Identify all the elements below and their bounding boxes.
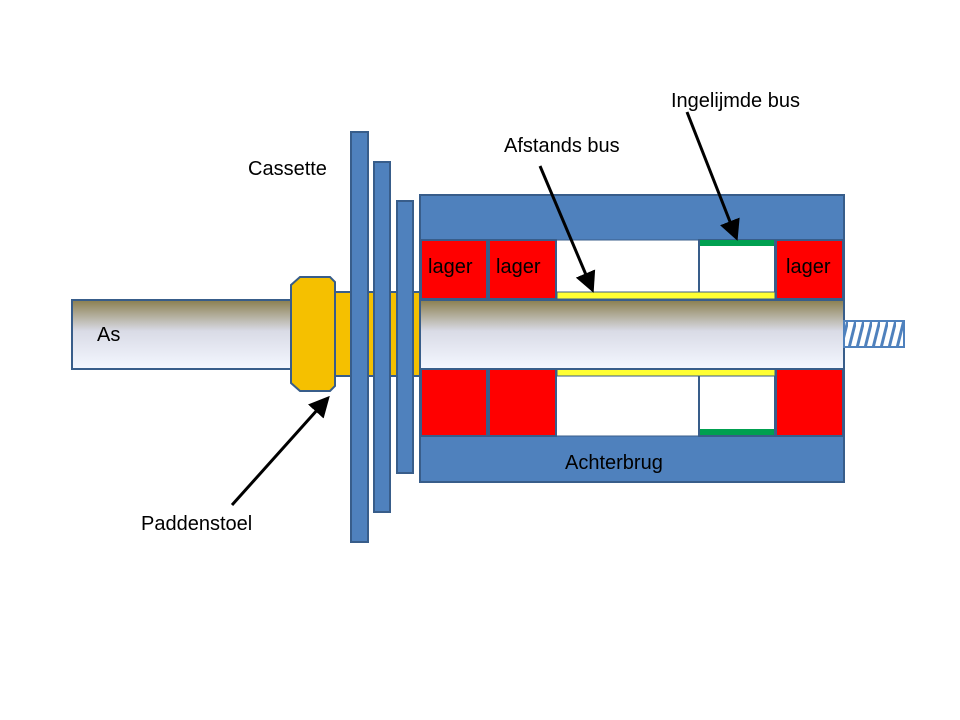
bearing-top-2 [488, 239, 557, 300]
glued-bush-bottom [698, 368, 776, 437]
label-achterbrug: Achterbrug [565, 452, 663, 474]
label-lager-1: lager [428, 256, 473, 278]
bearing-bottom-3 [775, 368, 844, 437]
cassette-sprocket-2 [373, 161, 391, 513]
cassette-sprocket-1 [350, 131, 369, 543]
axle [71, 299, 845, 370]
axle-thread [843, 320, 905, 348]
arrow-afstands-bus [538, 165, 596, 293]
spacer-top [556, 291, 776, 300]
arrow-paddenstoel [230, 395, 330, 507]
spacer-bottom [556, 368, 776, 377]
glued-bush-top [698, 239, 776, 300]
label-lager-3: lager [786, 256, 831, 278]
bearing-bottom-1 [420, 368, 488, 437]
glued-bush-strip-bottom [700, 429, 774, 435]
cassette-sprocket-3 [396, 200, 414, 474]
bearing-bottom-2 [488, 368, 557, 437]
label-cassette: Cassette [248, 158, 327, 180]
label-lager-2: lager [496, 256, 541, 278]
label-as: As [97, 324, 120, 346]
glued-bush-strip-top [700, 240, 774, 246]
label-ingelijmde-bus: Ingelijmde bus [671, 90, 800, 112]
arrow-ingelijmde-bus [685, 111, 740, 241]
label-paddenstoel: Paddenstoel [141, 513, 252, 535]
label-afstands-bus: Afstands bus [504, 135, 620, 157]
paddenstoel-nut [290, 276, 336, 392]
